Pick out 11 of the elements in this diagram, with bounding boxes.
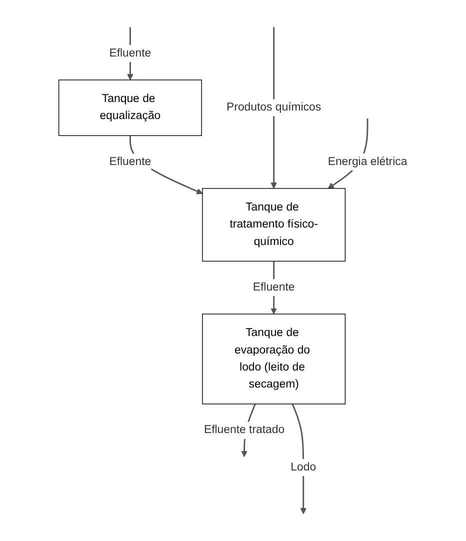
arrow: [270, 27, 277, 189]
node-box: Tanque de tratamento físico-químico: [202, 188, 346, 262]
edge-label: Energia elétrica: [328, 156, 408, 168]
node-box: Tanque de evaporação do lodo (leito de secagem): [202, 314, 346, 404]
edge-label: Efluente: [109, 156, 152, 168]
edge-label: Efluente: [252, 281, 295, 294]
node-box: Tanque de equalização: [58, 80, 202, 136]
edge-label: Efluente tratado: [204, 424, 285, 436]
edge-label: Produtos químicos: [226, 101, 322, 114]
edge-label: Efluente: [109, 47, 152, 60]
edge-label: Lodo: [290, 461, 316, 474]
